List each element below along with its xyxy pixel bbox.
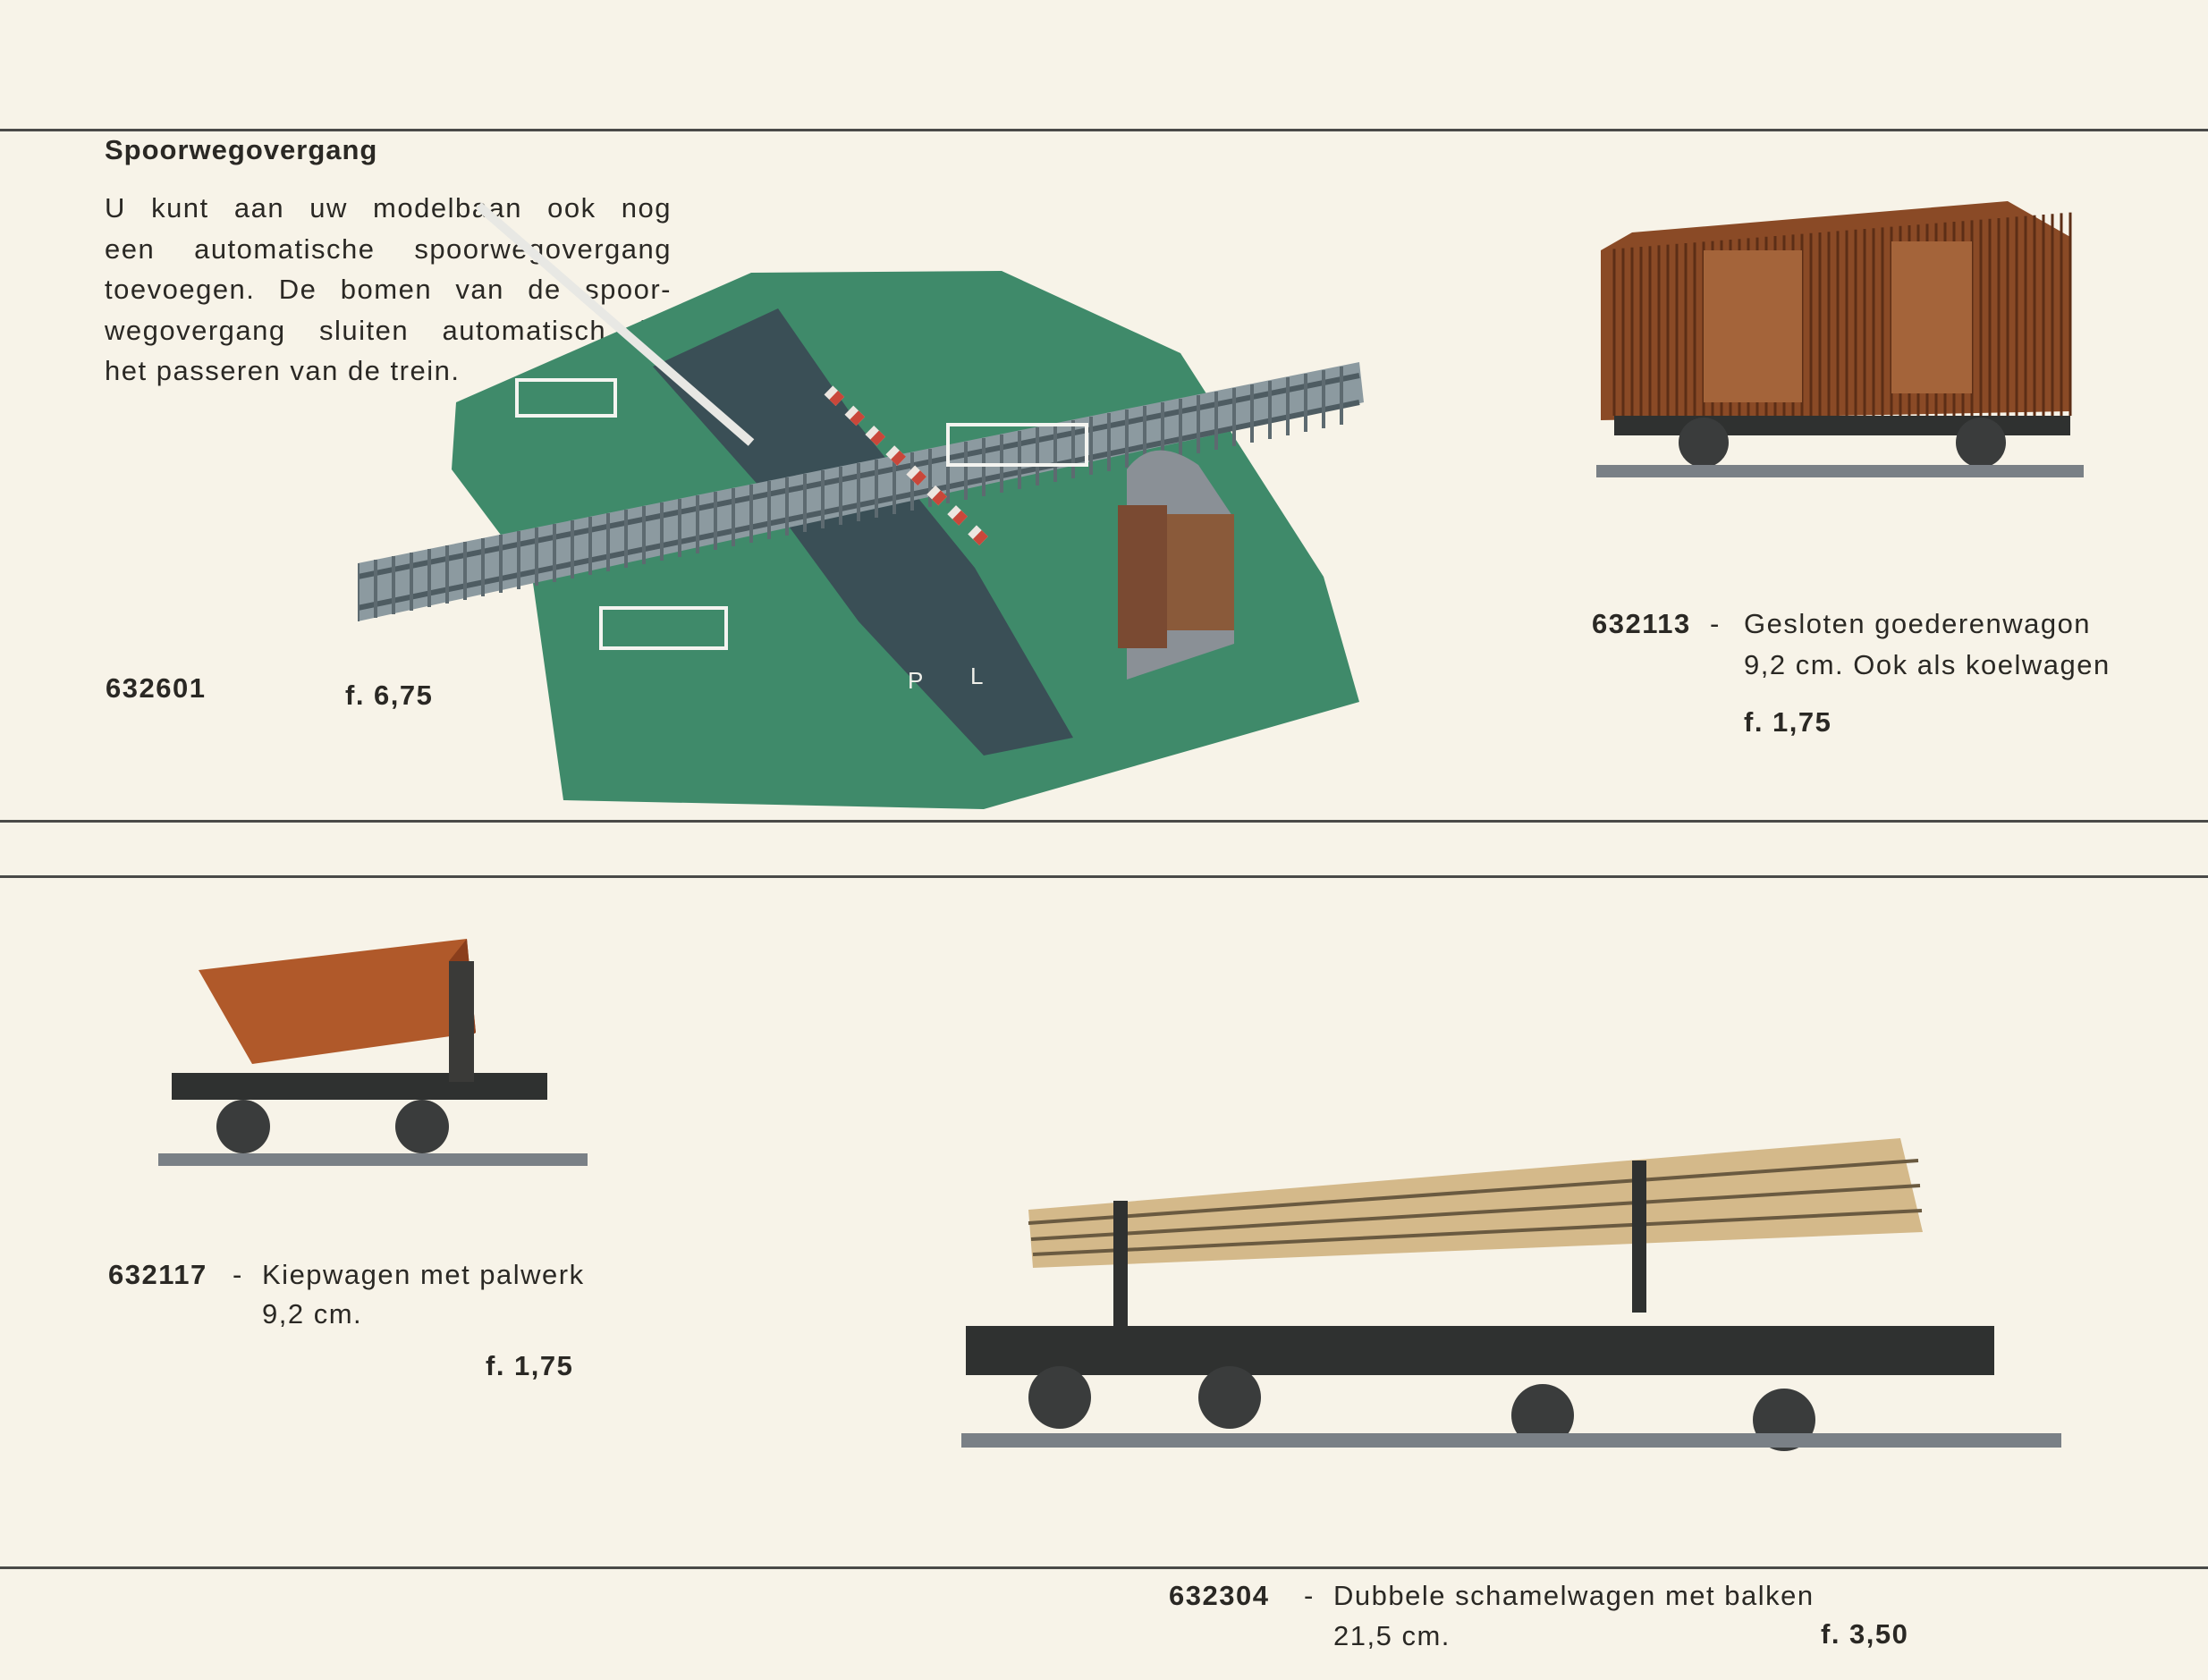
product-code: 632113 xyxy=(1592,608,1691,639)
product-name: Dubbele schamelwagen met balken xyxy=(1333,1580,1815,1611)
product-detail: 9,2 cm. Ook als koelwagen xyxy=(1744,649,2111,680)
description-line: wegovergang sluiten automatisch bij xyxy=(105,314,672,346)
level-crossing-image: P L xyxy=(358,202,1364,809)
middle-divider-lower xyxy=(0,875,2208,878)
timber-wagon-image xyxy=(961,1138,2061,1451)
product-separator: - xyxy=(1710,608,1721,639)
tipper-wagon-image xyxy=(158,939,588,1166)
section-title: Spoorwegovergang xyxy=(105,134,378,165)
product-name: Gesloten goederenwagon xyxy=(1744,608,2092,639)
bottom-divider xyxy=(0,1566,2208,1569)
product-code: 632601 xyxy=(106,672,207,704)
product-separator: - xyxy=(233,1259,243,1290)
description-line: U kunt aan uw modelbaan ook nog xyxy=(105,192,672,224)
product-name: Kiepwagen met palwerk xyxy=(262,1259,585,1290)
product-price: f. 6,75 xyxy=(345,680,434,711)
product-price: f. 1,75 xyxy=(1744,706,1832,738)
product-detail: 21,5 cm. xyxy=(1333,1620,1451,1651)
crossing-sign-l: L xyxy=(970,663,983,689)
product-price: f. 3,50 xyxy=(1821,1618,1909,1650)
product-code: 632304 xyxy=(1169,1580,1270,1611)
product-separator: - xyxy=(1304,1580,1315,1611)
product-detail: 9,2 cm. xyxy=(262,1298,363,1330)
middle-divider-upper xyxy=(0,820,2208,823)
description-line: een automatische spoorwegovergang xyxy=(105,232,672,265)
boxcar-image xyxy=(1596,201,2084,477)
top-divider xyxy=(0,129,2208,131)
crossing-sign-p: P xyxy=(908,667,923,694)
product-price: f. 1,75 xyxy=(486,1350,574,1381)
description-line: het passeren van de trein. xyxy=(105,355,461,386)
product-code: 632117 xyxy=(108,1259,207,1290)
section-description: U kunt aan uw modelbaan ook nog een auto… xyxy=(105,188,672,392)
